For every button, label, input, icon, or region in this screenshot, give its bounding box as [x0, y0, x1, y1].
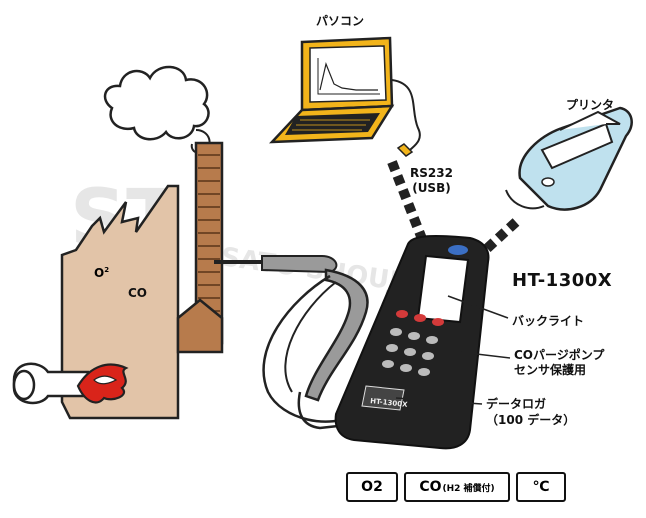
co-sensor-chip: CO(H2 補償付) [404, 472, 510, 502]
smoke-cloud-icon [103, 65, 211, 154]
chimney-o2-label: O2 [94, 266, 110, 280]
datalogger-label: データロガ （100 データ） [486, 397, 576, 427]
laptop-cable [391, 79, 421, 151]
chimney-co-label: CO [128, 286, 148, 300]
laptop-icon [269, 36, 395, 144]
meter-brand: HT-1300X [370, 397, 409, 409]
probe-hose [262, 274, 357, 423]
pc-label: パソコン [316, 14, 365, 28]
meter-icon: HT-1300X [334, 235, 490, 450]
printer-label: プリンタ [566, 98, 615, 112]
o2-sensor-chip: O2 [346, 472, 398, 502]
brick-stack [176, 141, 224, 354]
printer-icon [505, 106, 633, 211]
temperature-chip: ℃ [516, 472, 566, 502]
backlight-label: バックライト [512, 314, 585, 328]
probe-hose-2 [284, 281, 337, 393]
model-label: HT-1300X [512, 270, 613, 291]
rs232-label: RS232 (USB) [410, 166, 453, 195]
flame-icon [76, 363, 129, 404]
laptop-connector [396, 143, 414, 157]
burner-pipe [12, 362, 90, 405]
leader-lines [395, 295, 511, 405]
co-pump-label: COパージポンプ センサ保護用 [514, 348, 605, 377]
